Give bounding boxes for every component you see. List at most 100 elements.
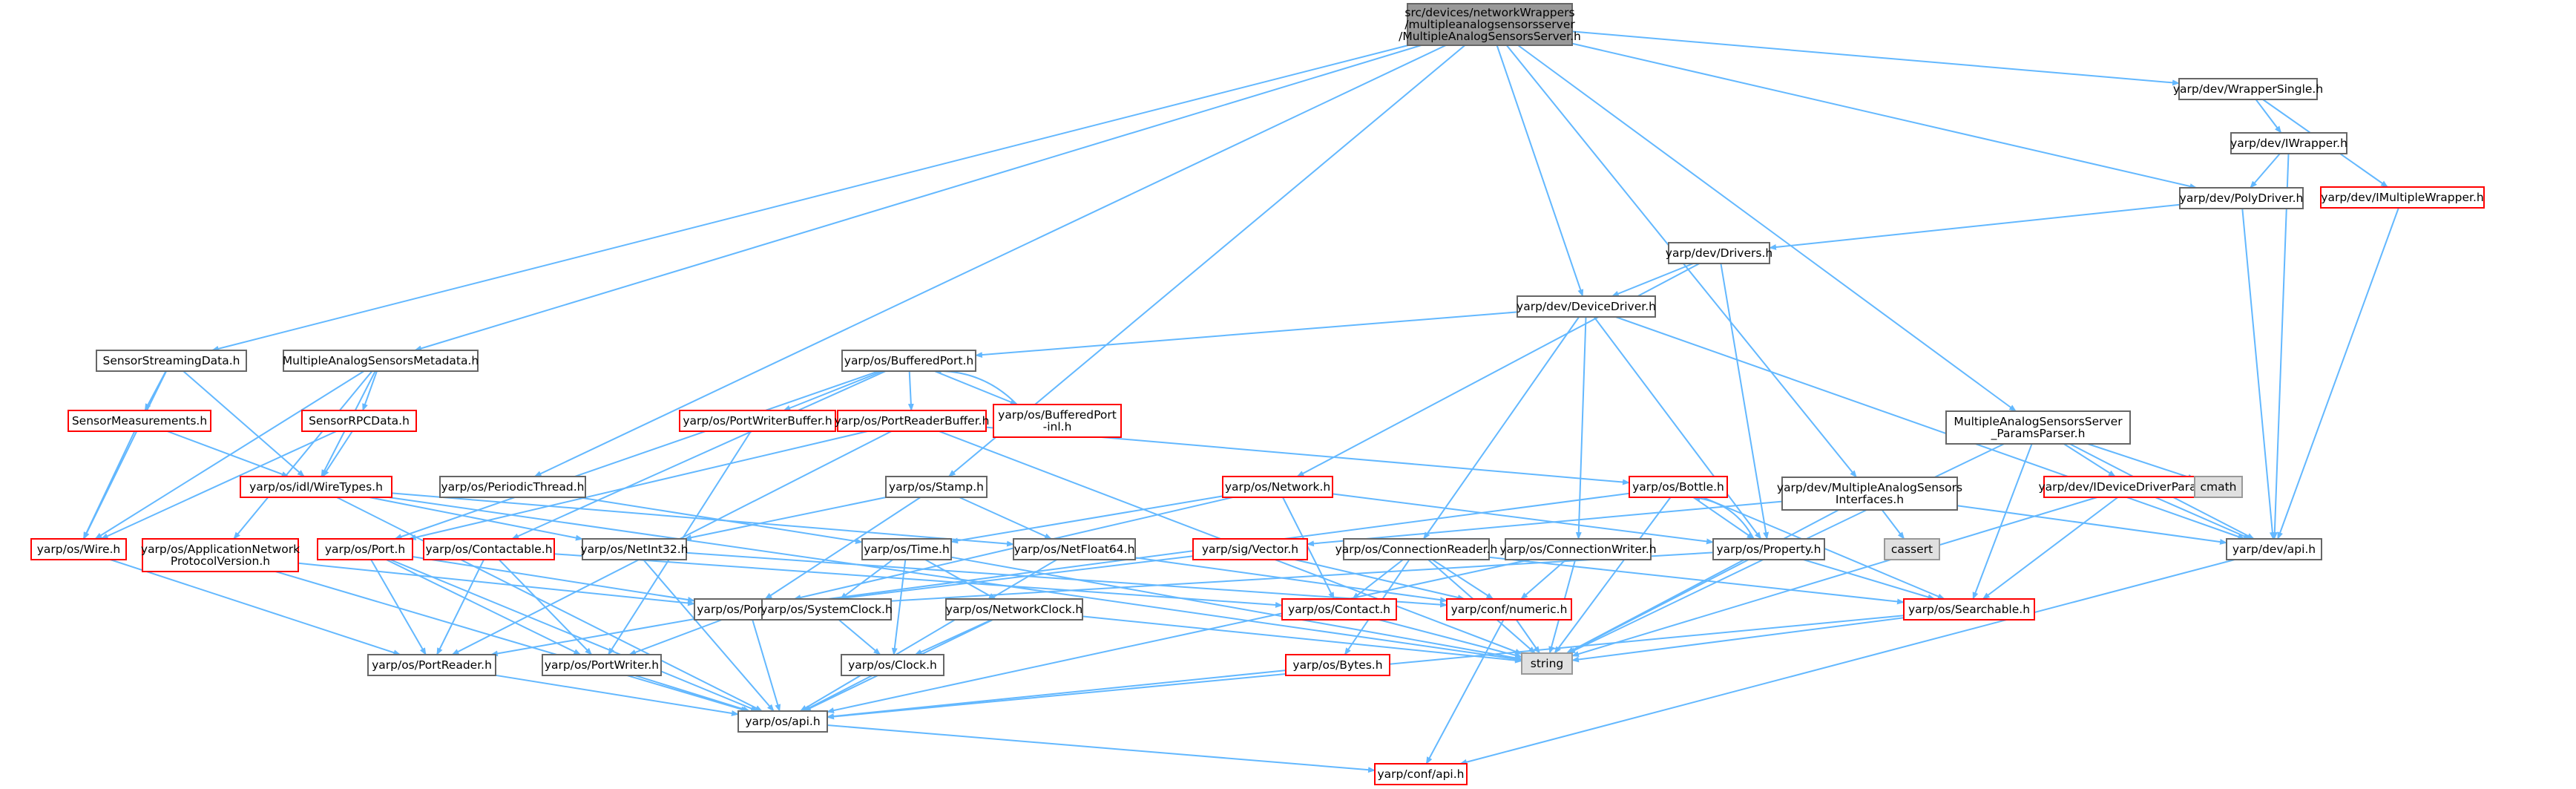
node-label: yarp/os/NetInt32.h <box>580 543 688 556</box>
node-box <box>317 538 413 560</box>
node-box <box>1945 410 2131 445</box>
graph-node[interactable]: yarp/conf/numeric.h <box>1446 598 1572 621</box>
graph-node[interactable]: yarp/os/NetFloat64.h <box>1013 538 1136 560</box>
node-box <box>841 350 976 372</box>
graph-node[interactable]: yarp/os/ConnectionReader.h <box>1335 538 1498 560</box>
dependency-edge <box>414 45 1422 352</box>
graph-node[interactable]: yarp/os/ConnectionWriter.h <box>1499 538 1657 560</box>
node-box <box>439 476 586 498</box>
dependency-edge <box>100 430 337 540</box>
graph-node[interactable]: yarp/dev/IMultipleWrapper.h <box>2320 186 2485 209</box>
node-label: yarp/os/SystemClock.h <box>760 603 893 616</box>
graph-node[interactable]: yarp/dev/IDeviceDriverParams.h <box>2038 476 2225 498</box>
dependency-edge <box>799 559 1057 712</box>
graph-node[interactable]: yarp/os/Contactable.h <box>423 538 555 560</box>
graph-node[interactable]: yarp/dev/api.h <box>2226 538 2322 560</box>
graph-node[interactable]: yarp/dev/DeviceDriver.h <box>1517 295 1656 318</box>
dependency-edge <box>1692 495 1755 540</box>
graph-node[interactable]: SensorMeasurements.h <box>68 410 211 432</box>
node-box <box>993 404 1122 438</box>
graph-node[interactable]: yarp/os/Network.h <box>1222 476 1333 498</box>
node-label: yarp/sig/Vector.h <box>1202 543 1298 556</box>
graph-node[interactable]: yarp/os/PortWriterBuffer.h <box>679 410 836 432</box>
node-label: /MultipleAnalogSensorsServer.h <box>1399 30 1581 43</box>
graph-node[interactable]: src/devices/networkWrappers/multipleanal… <box>1399 3 1581 46</box>
graph-node[interactable]: MultipleAnalogSensorsMetadata.h <box>283 350 479 372</box>
graph-node[interactable]: yarp/os/PortReader.h <box>367 654 496 676</box>
dependency-edge <box>959 497 1052 540</box>
graph-node[interactable]: yarp/os/Property.h <box>1712 538 1825 560</box>
node-box <box>837 410 987 432</box>
node-label: yarp/os/Contact.h <box>1288 603 1390 616</box>
graph-node[interactable]: yarp/dev/PolyDriver.h <box>2179 187 2304 209</box>
graph-node[interactable]: yarp/conf/api.h <box>1374 763 1468 785</box>
dependency-edge <box>950 556 1522 661</box>
graph-node[interactable]: yarp/os/BufferedPort-inl.h <box>993 404 1122 438</box>
node-box <box>1222 476 1333 498</box>
node-label: /multipleanalogsensorsserver <box>1404 18 1575 31</box>
graph-node[interactable]: yarp/dev/WrapperSingle.h <box>2173 78 2323 100</box>
graph-node[interactable]: yarp/os/Clock.h <box>841 654 944 676</box>
graph-node[interactable]: yarp/os/Port.h <box>317 538 413 560</box>
graph-node[interactable]: MultipleAnalogSensorsServer_ParamsParser… <box>1945 410 2131 445</box>
dependency-edge <box>1496 45 1584 297</box>
dependency-edge <box>1769 203 2181 250</box>
dependency-edge <box>914 619 992 655</box>
node-box <box>2179 187 2304 209</box>
graph-node[interactable]: yarp/os/api.h <box>737 710 828 733</box>
graph-node[interactable]: yarp/os/Contact.h <box>1281 598 1397 621</box>
node-label: cmath <box>2200 480 2236 494</box>
node-box <box>301 410 417 432</box>
node-label: yarp/dev/DeviceDriver.h <box>1517 300 1656 313</box>
dependency-edge <box>490 618 695 657</box>
dependency-edge <box>390 559 758 712</box>
node-box <box>1629 476 1728 498</box>
node-box <box>2230 132 2347 154</box>
node-label: Interfaces.h <box>1836 493 1904 506</box>
graph-node[interactable]: yarp/os/SystemClock.h <box>760 598 893 621</box>
dependency-edge <box>578 497 863 545</box>
graph-node[interactable]: yarp/sig/Vector.h <box>1192 538 1308 560</box>
dependency-edge <box>386 559 582 655</box>
node-box <box>1285 654 1390 676</box>
graph-node[interactable]: yarp/dev/Drivers.h <box>1666 242 1772 264</box>
node-box <box>367 654 496 676</box>
node-box <box>861 538 952 560</box>
node-label: string <box>1531 657 1564 670</box>
graph-node[interactable]: SensorRPCData.h <box>301 410 417 432</box>
dependency-edge <box>82 430 136 540</box>
dependency-edge <box>934 370 1018 405</box>
node-box <box>1517 295 1656 318</box>
graph-node[interactable]: yarp/os/Searchable.h <box>1903 598 2035 621</box>
graph-node[interactable]: yarp/os/ApplicationNetworkProtocolVersio… <box>141 538 300 572</box>
node-box <box>1668 242 1770 264</box>
graph-node[interactable]: yarp/os/NetInt32.h <box>580 538 689 560</box>
graph-node[interactable]: yarp/os/Bottle.h <box>1629 476 1728 498</box>
graph-node[interactable]: yarp/os/Stamp.h <box>885 476 988 498</box>
graph-node[interactable]: yarp/os/Wire.h <box>30 538 127 560</box>
graph-node[interactable]: yarp/os/BufferedPort.h <box>841 350 976 372</box>
node-label: yarp/os/Property.h <box>1716 543 1821 556</box>
node-label: yarp/os/PortWriterBuffer.h <box>683 414 832 428</box>
node-label: yarp/conf/numeric.h <box>1451 603 1568 616</box>
graph-node[interactable]: yarp/dev/IWrapper.h <box>2230 132 2347 154</box>
graph-node[interactable]: yarp/os/Time.h <box>861 538 952 560</box>
node-label: yarp/os/Contactable.h <box>425 543 552 556</box>
node-box <box>679 410 836 432</box>
graph-node[interactable]: yarp/os/NetworkClock.h <box>945 598 1083 621</box>
graph-node[interactable]: yarp/os/idl/WireTypes.h <box>240 476 392 498</box>
dependency-edge <box>1593 316 1762 540</box>
dependency-edge <box>1517 45 2017 412</box>
node-label: yarp/os/Clock.h <box>848 658 937 672</box>
graph-node[interactable]: yarp/os/PeriodicThread.h <box>439 476 586 498</box>
node-label: yarp/os/Network.h <box>1225 480 1330 494</box>
dependency-edge <box>1425 619 1505 765</box>
graph-node[interactable]: yarp/os/Bytes.h <box>1285 654 1390 676</box>
graph-node[interactable]: yarp/os/PortReaderBuffer.h <box>835 410 990 432</box>
dependency-edge <box>1571 30 2180 86</box>
graph-node[interactable]: yarp/dev/MultipleAnalogSensorsInterfaces… <box>1777 477 1962 511</box>
dependency-edge <box>1692 497 1755 540</box>
dependency-edge <box>336 497 763 712</box>
graph-node[interactable]: yarp/os/PortWriter.h <box>542 654 662 676</box>
graph-node[interactable]: SensorStreamingData.h <box>96 350 247 372</box>
